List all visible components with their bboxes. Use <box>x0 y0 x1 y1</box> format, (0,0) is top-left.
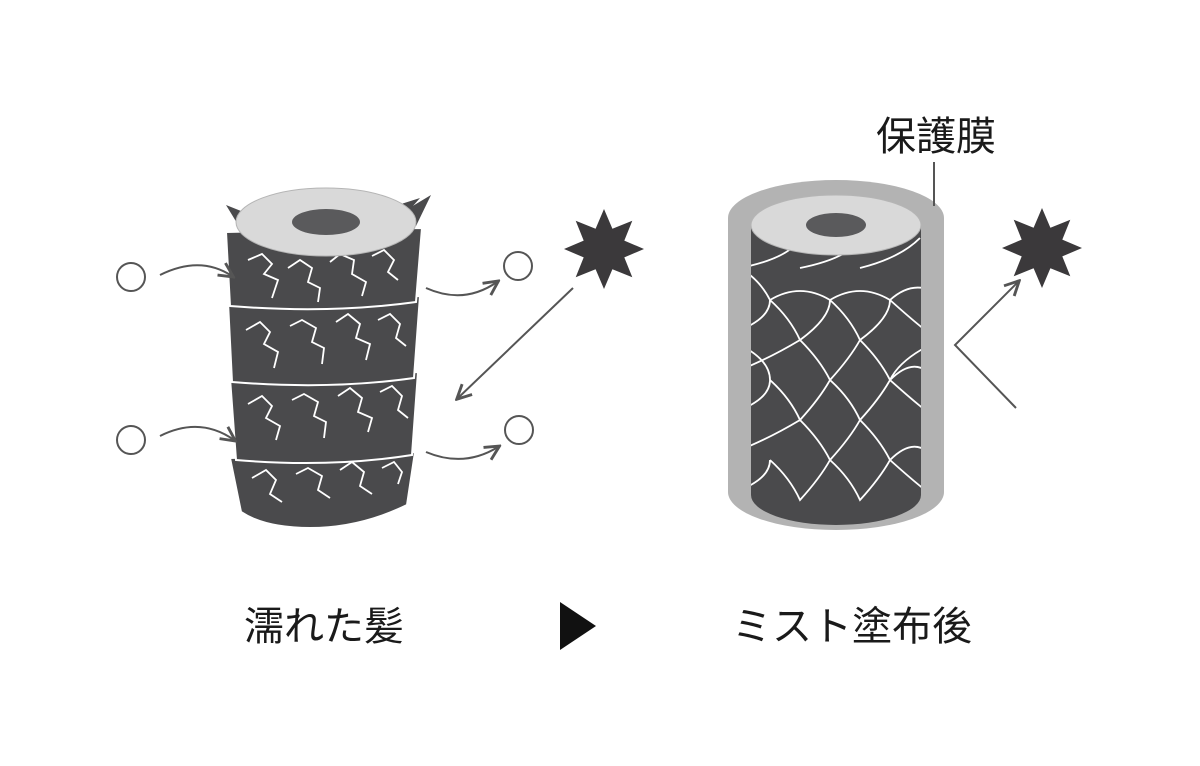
hair-shaft <box>224 226 424 530</box>
smooth-cuticle-lines <box>751 237 921 502</box>
water-in-arrow <box>159 265 232 276</box>
water-flow <box>116 251 534 459</box>
after-label: ミスト塗布後 <box>732 604 972 650</box>
water-droplet-icon <box>504 415 534 445</box>
wet-hair-illustration <box>116 187 644 530</box>
hair-medulla <box>292 209 360 235</box>
water-in-arrow <box>159 426 234 440</box>
coated-hair-illustration <box>728 162 1082 530</box>
deflection-arrow <box>953 282 1018 409</box>
film-label: 保護膜 <box>876 114 996 160</box>
water-droplet-icon <box>116 262 146 292</box>
water-out-arrow <box>425 447 498 459</box>
damage-burst-icon <box>564 209 644 289</box>
hair-shaft <box>751 225 921 525</box>
hair-medulla <box>806 213 866 237</box>
water-droplet-icon <box>116 425 146 455</box>
water-out-arrow <box>425 282 497 297</box>
damage-arrow <box>458 287 574 398</box>
damage-burst-icon <box>1002 208 1082 288</box>
before-label: 濡れた髪 <box>244 604 404 650</box>
play-arrow-icon <box>560 602 596 650</box>
water-droplet-icon <box>503 251 533 281</box>
